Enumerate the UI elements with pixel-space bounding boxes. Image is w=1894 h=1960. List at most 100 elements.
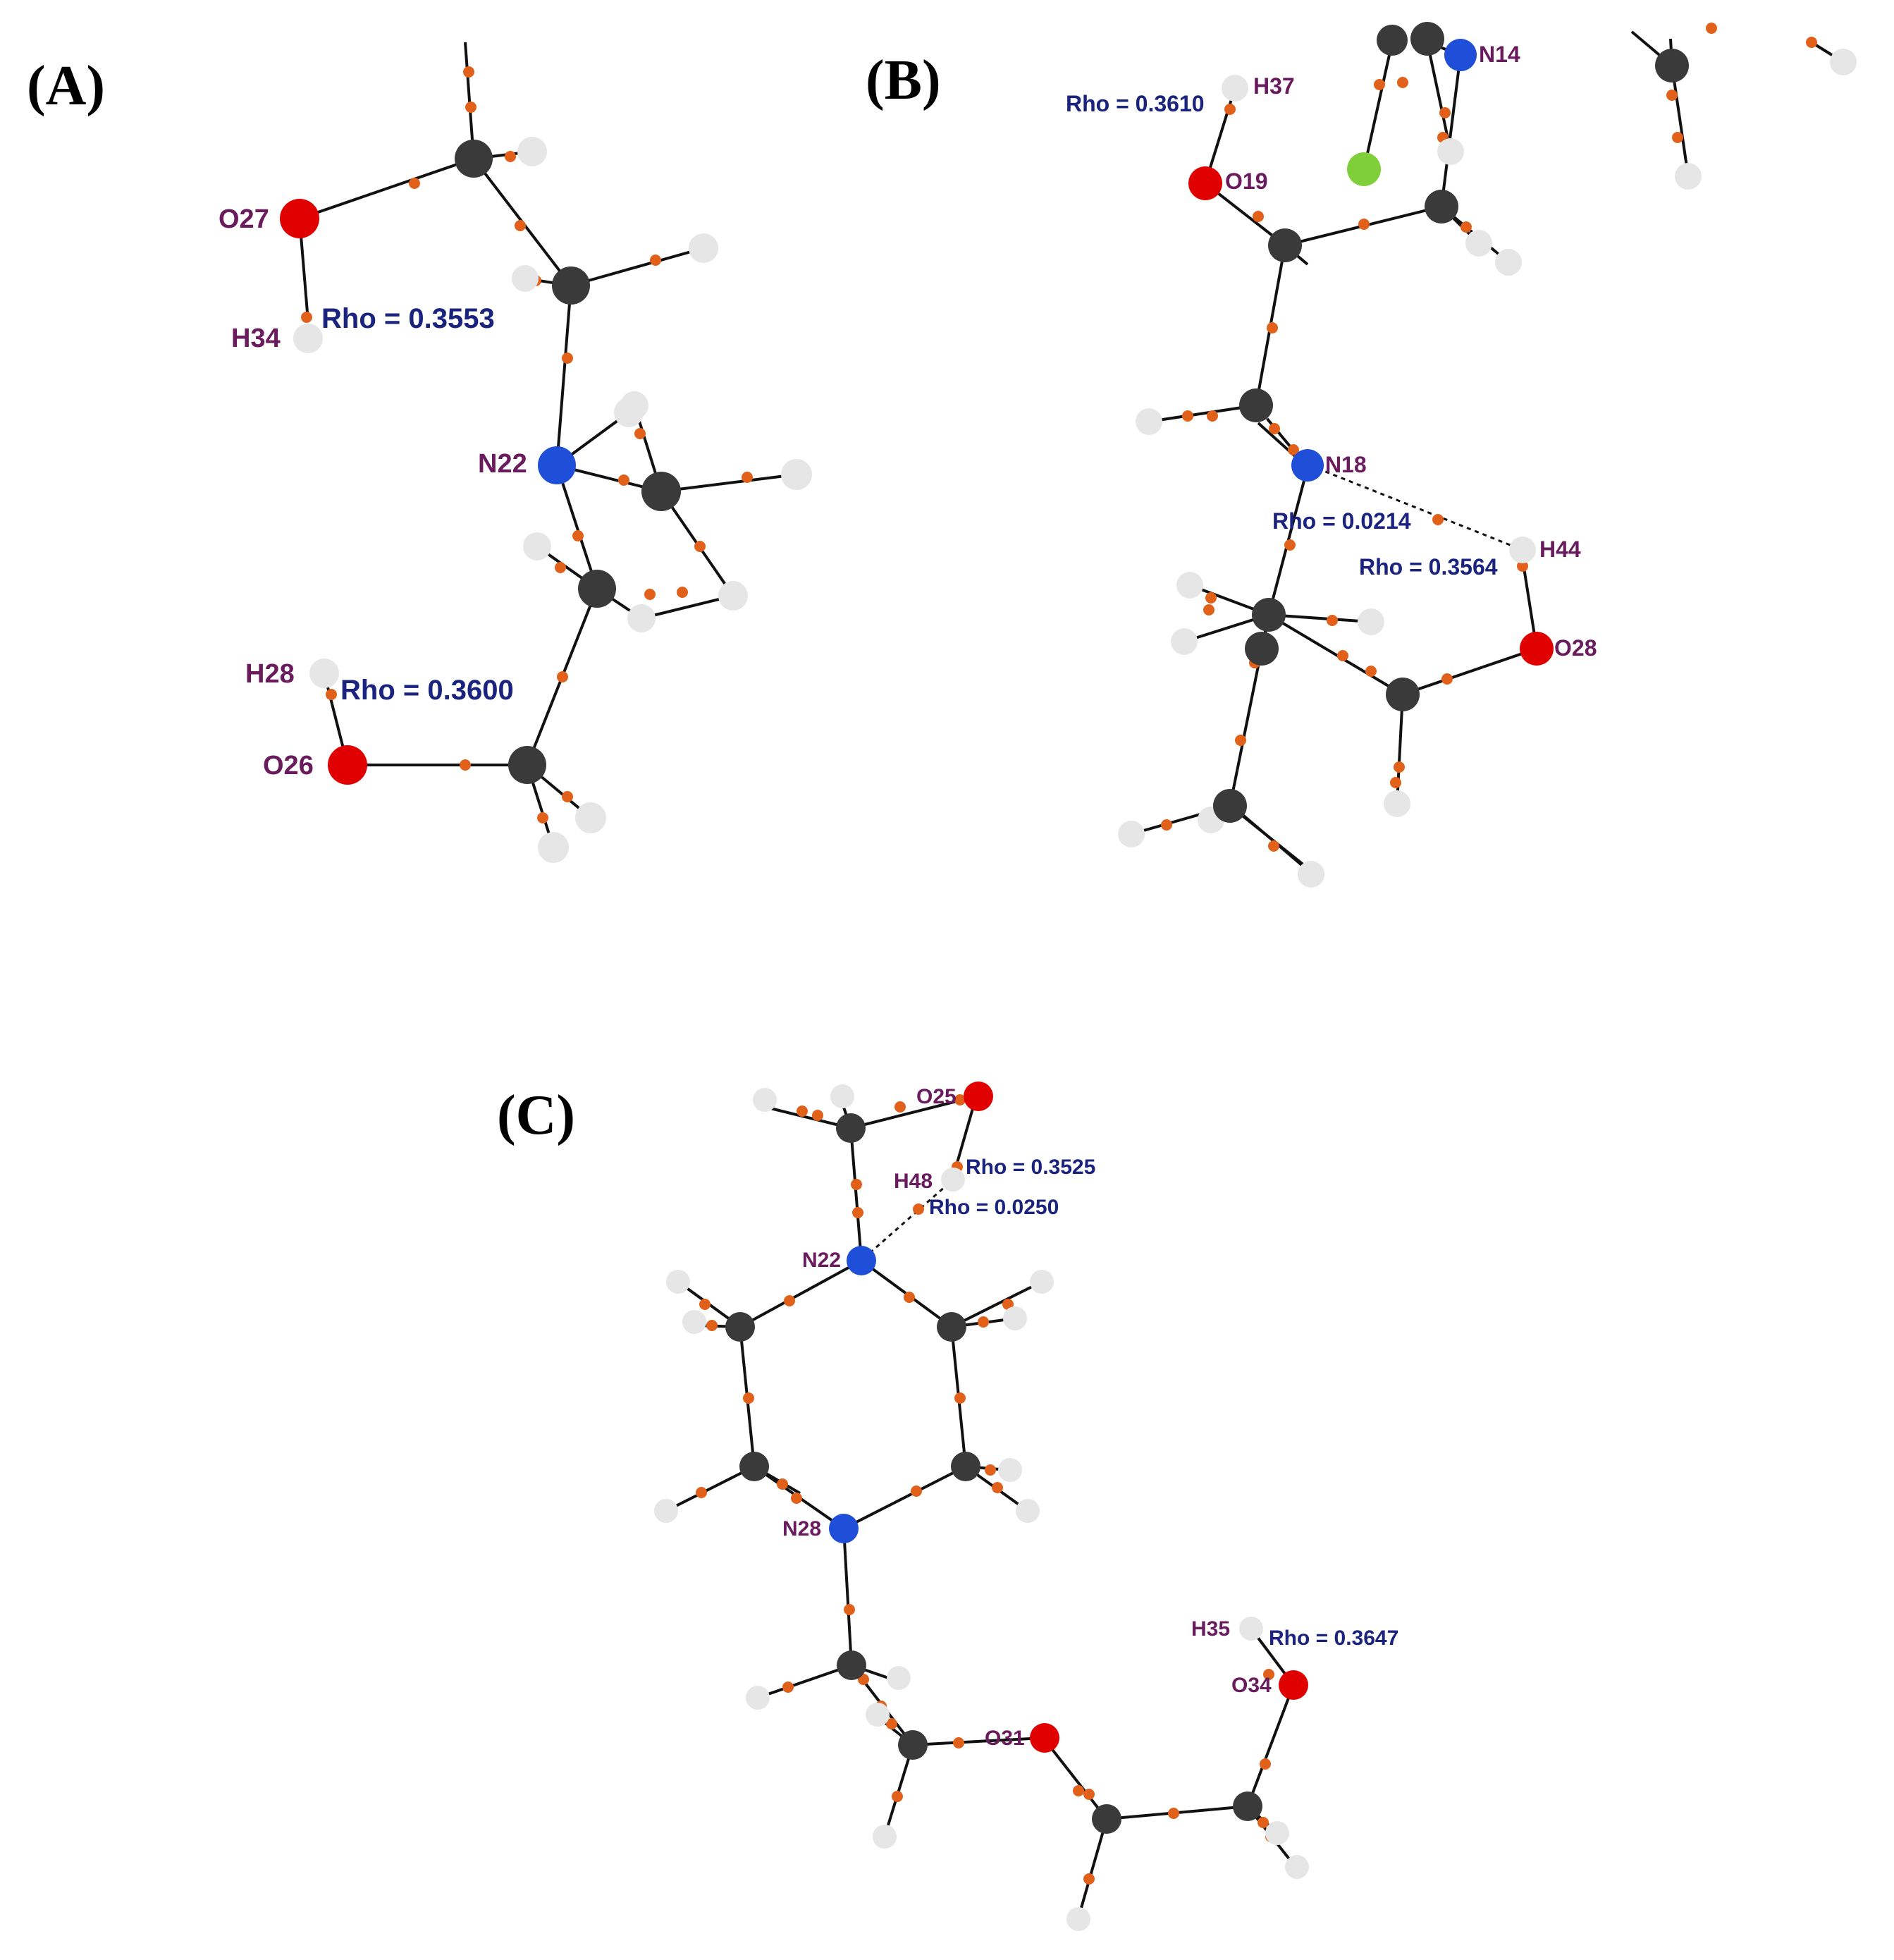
- panel-b-label: (B): [866, 49, 941, 111]
- carbon-atom: [552, 267, 590, 305]
- hydrogen-atom: [1384, 790, 1410, 817]
- atom-label-h37: H37: [1253, 73, 1295, 99]
- atom-label-o27: O27: [219, 204, 269, 234]
- panel-b-bonds: [1131, 30, 1845, 876]
- hydrogen-atom: [1016, 1499, 1040, 1523]
- hydrogen-atom: [1437, 138, 1464, 165]
- nitrogen-atom-n18: [1291, 449, 1324, 482]
- carbon-atom: [836, 1113, 866, 1143]
- hydrogen-atom: [873, 1825, 897, 1849]
- carbon-atom: [937, 1312, 966, 1342]
- oxygen-atom-o25: [964, 1082, 993, 1111]
- hydrogen-atom: [1003, 1306, 1027, 1330]
- rho-label-o28-h44: Rho = 0.3564: [1359, 554, 1498, 580]
- hydrogen-atom: [1495, 249, 1522, 276]
- carbon-atom: [1213, 789, 1247, 823]
- hydrogen-atom: [538, 832, 569, 863]
- panel-c-bonds: [665, 1095, 1297, 1918]
- hydrogen-bond-n18-h44: [1309, 464, 1523, 551]
- hydrogen-atom: [666, 1270, 690, 1294]
- oxygen-atom-o31: [1030, 1723, 1059, 1753]
- oxygen-atom-o28: [1520, 632, 1554, 666]
- carbon-atom: [1268, 228, 1302, 262]
- rho-label-n22-h48-hbond: Rho = 0.0250: [929, 1196, 1059, 1219]
- panel-a-bonds: [298, 42, 797, 848]
- hydrogen-atom: [830, 1084, 854, 1108]
- hydrogen-atom: [866, 1703, 890, 1727]
- carbon-atom: [1239, 388, 1273, 422]
- atom-label-h28: H28: [245, 659, 295, 689]
- hydrogen-atom: [575, 802, 606, 833]
- rho-label-n18-h44-hbond: Rho = 0.0214: [1272, 508, 1411, 534]
- carbon-atom: [641, 472, 681, 511]
- panel-a-atoms: [280, 137, 812, 863]
- carbon-atom: [1410, 22, 1444, 56]
- carbon-atom: [1245, 632, 1279, 666]
- hydrogen-atom-h48: [941, 1168, 965, 1192]
- atom-label-h35: H35: [1191, 1617, 1230, 1641]
- carbon-atom: [739, 1452, 769, 1481]
- atom-label-o28: O28: [1554, 635, 1597, 661]
- hydrogen-atom: [1265, 1821, 1289, 1845]
- carbon-atom: [1655, 49, 1689, 82]
- atom-label-n22: N22: [802, 1249, 841, 1272]
- oxygen-atom-o19: [1188, 166, 1222, 200]
- hydrogen-atom: [654, 1499, 678, 1523]
- panel-a-critical-points: [301, 66, 753, 823]
- hydrogen-atom: [1830, 49, 1857, 75]
- hydrogen-atom-h28: [309, 659, 339, 688]
- atom-label-n22: N22: [478, 449, 527, 479]
- hydrogen-atom-h37: [1222, 75, 1248, 102]
- hydrogen-atom: [887, 1666, 911, 1690]
- atom-label-o26: O26: [263, 751, 314, 780]
- hydrogen-atom: [1298, 861, 1324, 888]
- panel-b-critical-points: [1161, 23, 1817, 852]
- hydrogen-atom: [1066, 1907, 1090, 1931]
- atom-label-o19: O19: [1225, 169, 1267, 194]
- carbon-atom: [1233, 1791, 1262, 1821]
- hydrogen-atom: [1285, 1855, 1309, 1879]
- hydrogen-atom: [682, 1310, 706, 1334]
- nitrogen-atom-n22: [847, 1246, 876, 1275]
- hydrogen-atom: [1171, 628, 1198, 655]
- carbon-atom: [1425, 190, 1458, 223]
- nitrogen-atom-n22: [538, 446, 576, 484]
- hydrogen-bond-n22-h48: [863, 1180, 952, 1260]
- hydrogen-atom: [1030, 1270, 1054, 1294]
- atom-label-o31: O31: [985, 1727, 1025, 1750]
- carbon-atom: [898, 1730, 928, 1760]
- hydrogen-atom: [620, 391, 648, 419]
- atom-label-o34: O34: [1231, 1674, 1272, 1697]
- atom-label-n28: N28: [782, 1517, 821, 1541]
- nitrogen-atom-n28: [829, 1514, 859, 1543]
- chlorine-atom: [1347, 152, 1381, 186]
- panel-c-atoms: [654, 1082, 1309, 1931]
- atom-label-h44: H44: [1539, 537, 1581, 562]
- hydrogen-atom: [781, 459, 812, 490]
- rho-label-o19-h37: Rho = 0.3610: [1066, 91, 1205, 116]
- rho-label-o34-h35: Rho = 0.3647: [1269, 1627, 1398, 1650]
- carbon-atom: [455, 140, 493, 178]
- panel-c-label: (C): [497, 1084, 575, 1146]
- atom-label-n18: N18: [1325, 452, 1367, 477]
- carbon-atom: [1252, 598, 1286, 632]
- rho-label-o26-h28: Rho = 0.3600: [340, 675, 514, 706]
- atom-label-h48: H48: [894, 1170, 933, 1193]
- atom-label-o25: O25: [916, 1085, 957, 1108]
- hydrogen-atom: [753, 1088, 777, 1112]
- oxygen-atom-o27: [280, 199, 319, 238]
- hydrogen-atom: [998, 1458, 1022, 1482]
- carbon-atom: [725, 1312, 755, 1342]
- carbon-atom: [1377, 25, 1408, 56]
- carbon-atom: [951, 1452, 980, 1481]
- atom-label-n14: N14: [1479, 42, 1520, 67]
- hydrogen-atom: [746, 1686, 770, 1710]
- panel-b: (B): [866, 22, 1857, 888]
- carbon-atom: [1386, 678, 1420, 711]
- oxygen-atom-o26: [328, 745, 367, 785]
- hydrogen-atom-h34: [293, 324, 323, 353]
- hydrogen-atom: [523, 532, 551, 561]
- atom-label-h34: H34: [231, 324, 281, 353]
- hydrogen-atom-h44: [1509, 537, 1536, 563]
- hydrogen-atom: [1358, 608, 1384, 635]
